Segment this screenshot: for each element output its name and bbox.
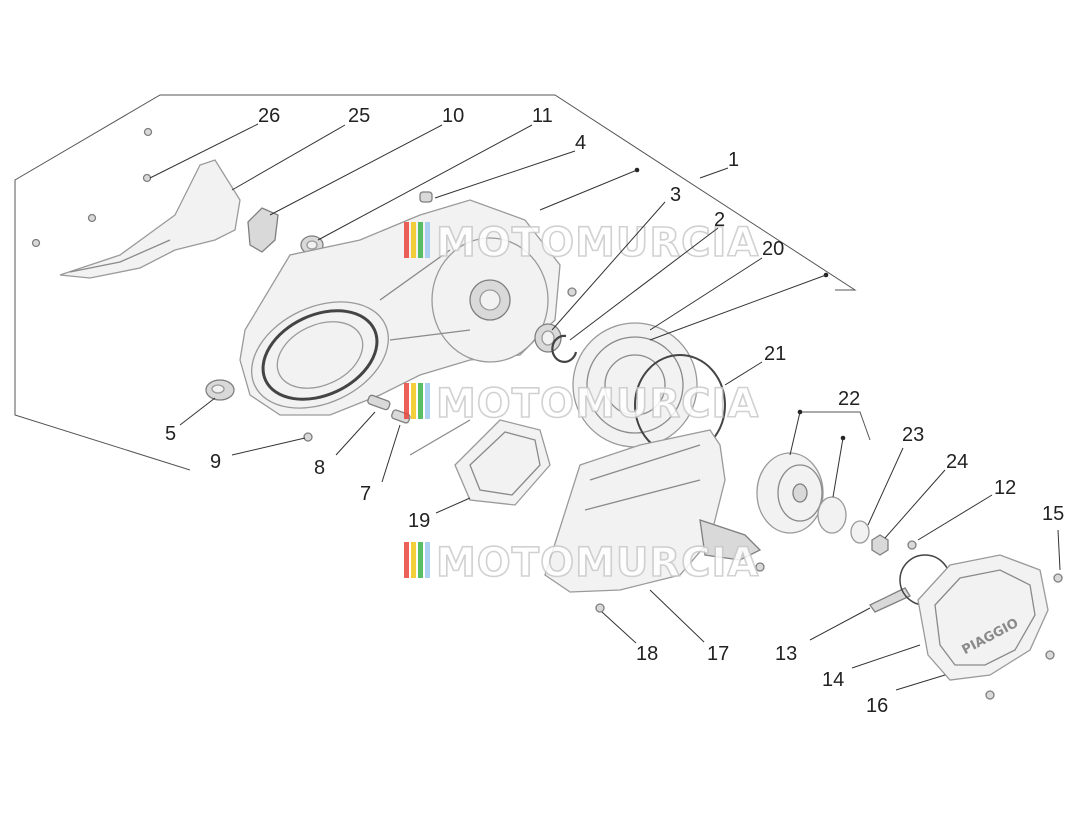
- assembly-frame: [14, 94, 857, 471]
- watermark-3: MOTOMURCIA: [404, 539, 759, 587]
- callout-14: 14: [822, 669, 844, 691]
- callout-12: 12: [994, 477, 1016, 499]
- dowel-pin-part-4: [419, 191, 433, 203]
- leader-dot-20: [649, 274, 827, 341]
- callout-21: 21: [764, 343, 786, 365]
- bolt-cover: [755, 562, 765, 572]
- watermark-stripe: [404, 222, 409, 258]
- callout-16: 16: [866, 695, 888, 717]
- plug-part-5: [205, 379, 235, 401]
- bolt-part-18: [595, 603, 605, 613]
- transmission-cover: [239, 199, 561, 416]
- bolt-part-15: [1053, 573, 1063, 583]
- fitting-part-8: [367, 394, 391, 411]
- clip-part-25: [247, 207, 279, 253]
- callout-13: 13: [775, 643, 797, 665]
- watermark-text: MOTOMURCIA: [436, 220, 759, 266]
- callout-10: 10: [442, 105, 464, 127]
- leader-dot-23: [832, 437, 844, 498]
- watermark-stripe: [425, 222, 430, 258]
- side-cover-part-14: PIAGGIO: [917, 554, 1049, 681]
- callout-15: 15: [1042, 503, 1064, 525]
- leader-dot-22: [789, 411, 801, 456]
- key-part-13: [869, 587, 911, 613]
- watermark-layer: MOTOMURCIA MOTOMURCIA MOTOMURCIA: [404, 219, 759, 587]
- watermark-stripe: [411, 542, 416, 578]
- outer-cover-part-17: [544, 429, 762, 593]
- callout-3: 3: [670, 184, 681, 206]
- watermark-stripe: [404, 383, 409, 419]
- bearing: [817, 496, 847, 534]
- callout-5: 5: [165, 423, 176, 445]
- leader-lines: [149, 123, 1061, 691]
- nut-part-24: [871, 534, 889, 556]
- watermark-stripe: [425, 542, 430, 578]
- watermark-2: MOTOMURCIA: [404, 380, 759, 428]
- bolt-head: [567, 287, 577, 297]
- callout-11: 11: [532, 105, 553, 127]
- hub-part-22: [756, 452, 824, 534]
- watermark-1: MOTOMURCIA: [404, 219, 759, 267]
- filter-element-part-19: [454, 419, 551, 506]
- watermark-stripe: [418, 542, 423, 578]
- callout-26: 26: [258, 105, 280, 127]
- callout-17: 17: [707, 643, 729, 665]
- callout-22: 22: [838, 388, 860, 410]
- callout-9: 9: [210, 451, 221, 473]
- callout-20: 20: [762, 238, 784, 260]
- callout-1: 1: [728, 149, 739, 171]
- callout-4: 4: [575, 132, 586, 154]
- seal-part-3: [534, 323, 562, 353]
- callout-19: 19: [408, 510, 430, 532]
- bolt-part-9: [303, 432, 313, 442]
- watermark-text: MOTOMURCIA: [436, 540, 759, 586]
- circlip-part-2: [551, 334, 578, 363]
- bolt-part-12: [907, 540, 917, 550]
- watermark-stripe: [418, 383, 423, 419]
- washer-part-23: [850, 520, 870, 544]
- hose: [409, 419, 471, 456]
- callout-layer: 26 25 10 11 4 1 3 2 20 21 22 23 24 12 15…: [165, 105, 1064, 717]
- watermark-stripe: [411, 222, 416, 258]
- watermark-stripe: [425, 383, 430, 419]
- bolt-cover-2: [1045, 650, 1055, 660]
- callout-8: 8: [314, 457, 325, 479]
- callout-18: 18: [636, 643, 658, 665]
- leader-dot-1: [539, 169, 638, 211]
- watermark-stripe: [404, 542, 409, 578]
- group-22-bracket: [800, 411, 871, 441]
- callout-7: 7: [360, 483, 371, 505]
- watermark-stripe: [411, 383, 416, 419]
- watermark-text: MOTOMURCIA: [436, 381, 759, 427]
- callout-24: 24: [946, 451, 968, 473]
- bolt-part-16: [985, 690, 995, 700]
- callout-2: 2: [714, 209, 725, 231]
- watermark-stripe: [418, 222, 423, 258]
- callout-23: 23: [902, 424, 924, 446]
- deflector-part-26: [31, 127, 241, 279]
- fitting-part-7: [391, 409, 411, 424]
- callout-25: 25: [348, 105, 370, 127]
